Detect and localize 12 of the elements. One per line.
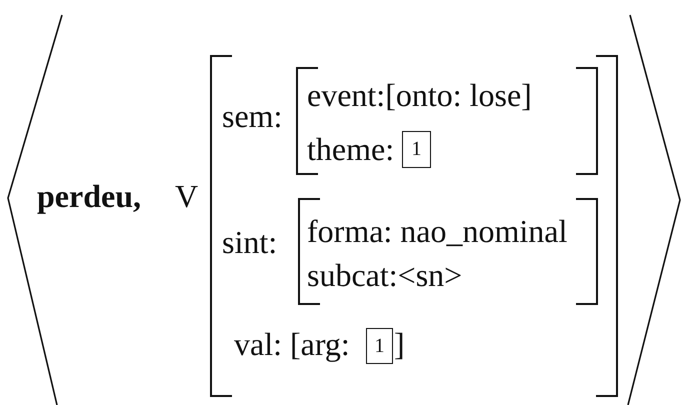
head-word: perdeu, [37, 180, 141, 212]
feature-name: theme: [307, 133, 394, 165]
category-label: V [175, 180, 198, 212]
feature-name: sint: [222, 226, 278, 258]
feature-value: subcat:<sn> [307, 259, 462, 291]
closing-bracket: ] [394, 328, 405, 360]
feature-value: forma: nao_nominal [307, 215, 568, 247]
feature-value: event:[onto: lose] [307, 79, 532, 111]
feature-value: val: [arg: [234, 328, 350, 360]
tag-box: 1 [366, 328, 393, 364]
feature-name: sem: [222, 100, 282, 132]
tag-box: 1 [402, 131, 431, 168]
